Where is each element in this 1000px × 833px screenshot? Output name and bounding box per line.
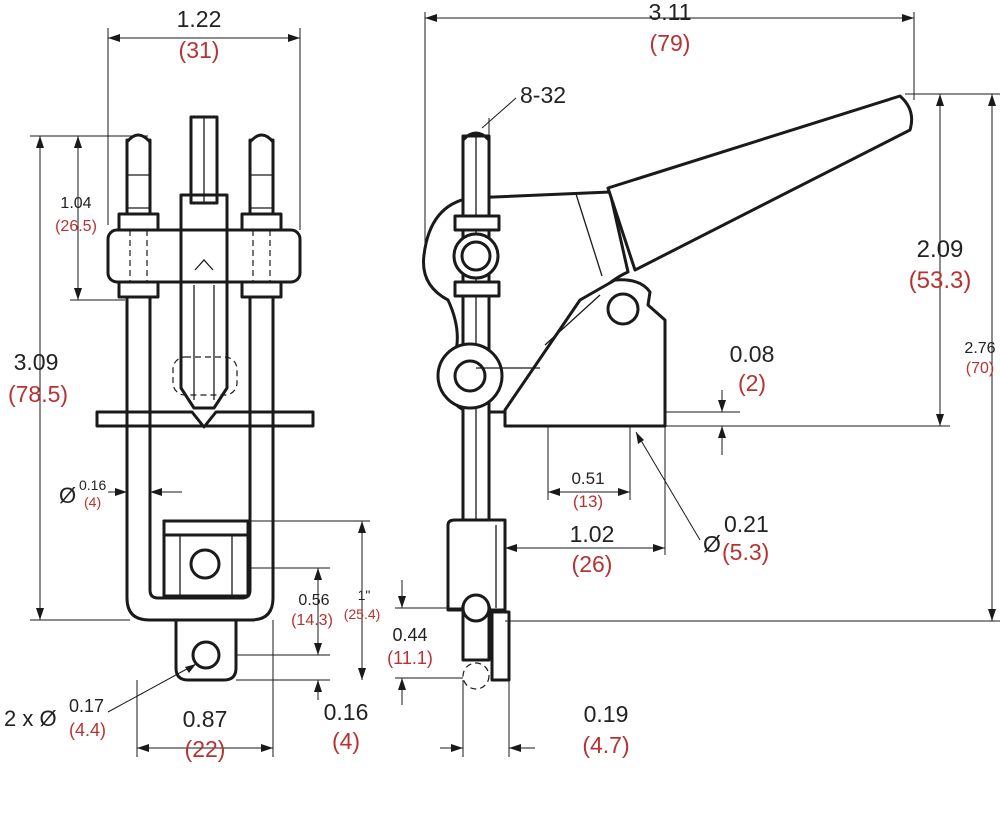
handle-height-inch: 2.09: [917, 236, 964, 263]
base-hole-inch: 0.21: [724, 511, 769, 537]
front-width-mm: (31): [179, 37, 220, 63]
base-hole-symbol: Ø: [703, 531, 721, 557]
front-base-plate: [95, 410, 315, 429]
thread-length-inch: 1.04: [60, 195, 91, 212]
front-width-inch: 1.22: [177, 6, 222, 32]
slot-width-inch: 0.56: [298, 592, 329, 609]
front-height-mm: (78.5): [8, 381, 68, 407]
slot-width-mm: (14.3): [291, 612, 333, 629]
base-hole-spacing-inch: 0.51: [571, 469, 604, 488]
stroke-inch: 1": [358, 587, 371, 603]
total-height-inch: 2.76: [964, 340, 995, 357]
bracket-pivot-hole: [606, 292, 640, 326]
nut-right-top: [240, 212, 283, 232]
left-rod-tip: [125, 133, 152, 144]
right-rod-tip: [248, 133, 275, 144]
side-nut-bottom: [453, 280, 501, 298]
side-pin-dashed: [462, 662, 490, 690]
mount-hole-inch: 0.17: [69, 696, 104, 716]
clamp-bar: [106, 228, 302, 284]
plate-thickness-inch: 0.19: [584, 701, 629, 727]
dimension-lines: [30, 12, 1000, 757]
side-pin: [461, 593, 491, 623]
rod-dia-mm: (4): [84, 494, 101, 510]
base-bracket: [503, 278, 667, 428]
handle-grip: [606, 94, 914, 272]
pin-offset-mm: (11.1): [387, 648, 433, 668]
hole-spacing-mm: (22): [185, 736, 226, 762]
side-view: [422, 94, 914, 690]
base-hole-spacing-mm: (13): [573, 492, 603, 511]
base-length-inch: 1.02: [570, 521, 615, 547]
thread-callout: 8-32: [520, 82, 566, 108]
side-length-mm: (79): [650, 30, 691, 56]
hidden-pivot: [172, 356, 238, 396]
hole-spacing-inch: 0.87: [183, 706, 228, 732]
tab-thickness-inch: 0.16: [324, 699, 369, 725]
base-thickness-mm: (2): [738, 370, 766, 396]
slide-block-hole: [189, 548, 221, 580]
handle-height-mm: (53.3): [909, 267, 972, 294]
plate-thickness-mm: (4.7): [582, 732, 629, 758]
rod-dia-inch: 0.16: [79, 477, 106, 493]
pin-offset-inch: 0.44: [392, 625, 427, 645]
side-tab: [490, 610, 511, 682]
stroke-mm: (25.4): [344, 606, 381, 622]
upper-pivot: [452, 232, 500, 280]
mount-tab: [174, 618, 238, 682]
front-view: [95, 115, 315, 682]
slide-block: [162, 519, 250, 598]
mount-hole-mm: (4.4): [69, 720, 106, 740]
dimension-labels: 1.22 (31) 3.09 (78.5) 1.04 (26.5) Ø 0.16…: [4, 0, 996, 762]
total-height-mm: (70): [966, 360, 994, 377]
side-nut-top: [453, 214, 501, 232]
front-height-inch: 3.09: [14, 349, 59, 375]
nut-left-top: [117, 212, 160, 232]
tab-thickness-mm: (4): [332, 728, 360, 754]
mount-hole-prefix: 2 x Ø: [4, 706, 57, 731]
u-bolt-inner: [148, 138, 252, 600]
thread-length-mm: (26.5): [55, 218, 97, 235]
rod-dia-symbol: Ø: [59, 483, 76, 508]
base-thickness-inch: 0.08: [730, 341, 775, 367]
base-hole-mm: (5.3): [722, 539, 769, 565]
base-length-mm: (26): [572, 551, 613, 577]
lower-pivot: [436, 342, 504, 410]
side-length-inch: 3.11: [648, 0, 691, 25]
threads: [127, 174, 273, 209]
mount-tab-hole: [191, 640, 221, 670]
front-lever-arm: [179, 193, 229, 410]
